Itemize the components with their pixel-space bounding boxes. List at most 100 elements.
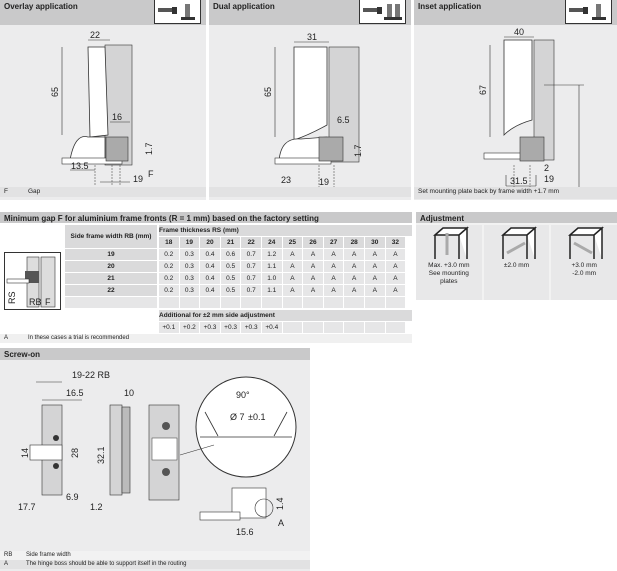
dim-32-1: 32.1: [96, 446, 106, 464]
table-cell: 1.0: [262, 273, 282, 284]
table-cell: 0.3: [179, 249, 200, 260]
overlay-drawing-bottom: 13.5 19: [70, 161, 143, 184]
cabinet-adjustment-icon: [500, 226, 537, 259]
dim-19: 19: [544, 174, 554, 184]
blank-cell: [200, 297, 220, 308]
table-cell: A: [365, 261, 385, 272]
inset-drawing: 40 67 2 19 31.5: [478, 27, 584, 187]
dim-28: 28: [70, 448, 80, 458]
table-cell: A: [344, 261, 364, 272]
table-cell: 0.5: [220, 261, 241, 272]
table-cell: A: [385, 273, 406, 284]
table-cell: A: [385, 249, 406, 260]
table-cell: A: [282, 273, 303, 284]
table-cell: 0.6: [220, 249, 241, 260]
blank-cell: [303, 297, 323, 308]
row-label: 22: [65, 285, 157, 296]
dim-6-5: 6.5: [337, 115, 350, 125]
table-cell: A: [282, 249, 303, 260]
overlay-application-panel: Overlay application 22 65 16 1.7 F 13.5 …: [0, 0, 206, 200]
dim-19-22-rb: 19-22 RB: [72, 370, 110, 380]
table-cell: A: [385, 261, 406, 272]
dim-f: F: [148, 169, 154, 179]
dim-67: 67: [478, 85, 488, 95]
table-cell: A: [303, 285, 323, 296]
table-cell: A: [303, 261, 323, 272]
table-cell: 0.2: [159, 285, 179, 296]
blank-cell: [241, 297, 261, 308]
blank-cell: [344, 297, 364, 308]
row-header: Side frame width RB (mm): [65, 225, 157, 248]
footnote-key: A: [4, 335, 9, 341]
dim-16: 16: [112, 112, 122, 122]
dim-90-deg: 90°: [236, 390, 250, 400]
table-cell: 1.1: [262, 285, 282, 296]
table-cell: A: [282, 261, 303, 272]
table-cell: A: [365, 273, 385, 284]
dim-2: 2: [544, 163, 549, 173]
blank-cell: [220, 297, 241, 308]
blank-cell: [323, 297, 344, 308]
table-cell: 0.4: [200, 285, 220, 296]
cabinet-adjustment-icon: [568, 226, 605, 259]
dim-31-5: 31.5: [510, 176, 528, 186]
dim-15-6: 15.6: [236, 527, 254, 537]
rb-label: RB: [29, 297, 42, 307]
additional-cell: +0.2: [179, 322, 200, 333]
blank-cell: [385, 297, 406, 308]
legend-key: F: [4, 188, 8, 195]
gap-table-title: Minimum gap F for aluminium frame fronts…: [0, 212, 412, 223]
overlay-drawing: 22 65 16 1.7 F: [50, 30, 154, 185]
label-a: A: [278, 518, 284, 528]
col-group-header: Frame thickness RS (mm): [159, 225, 412, 236]
gap-table: Side frame width RB (mm)Frame thickness …: [0, 224, 412, 334]
dim-17-7: 17.7: [18, 502, 36, 512]
inset-note: Set mounting plate back by frame width +…: [414, 187, 617, 199]
adjustment-item: ±2.0 mm: [483, 225, 550, 300]
dim-tolerance: ±0.1: [248, 412, 265, 422]
overlay-legend: F Gap: [0, 187, 206, 197]
additional-cell: +0.3: [200, 322, 220, 333]
adjustment-value: -2.0 mm: [572, 270, 597, 277]
screw-on-section: Screw-on 19-22 RB 16.5 14 28 6.9 17.7 10…: [0, 348, 310, 571]
adjustment-title: Adjustment: [416, 212, 617, 223]
dim-31: 31: [307, 32, 317, 42]
dim-19: 19: [133, 174, 143, 184]
additional-cell: +0.1: [159, 322, 179, 333]
blank-cell: [365, 322, 385, 333]
column-header: 27: [323, 237, 344, 248]
inset-icon: [565, 0, 612, 24]
legend-key: RB: [4, 552, 13, 558]
table-cell: 0.5: [220, 285, 241, 296]
dim-1-2: 1.2: [90, 502, 103, 512]
table-cell: 0.4: [200, 249, 220, 260]
blank-cell: [262, 297, 282, 308]
additional-cell: +0.3: [241, 322, 261, 333]
legend-text: Side frame width: [26, 552, 71, 558]
table-cell: A: [323, 273, 344, 284]
additional-cell: +0.4: [262, 322, 282, 333]
table-cell: A: [365, 285, 385, 296]
screw-on-drawing: 19-22 RB 16.5 14 28 6.9 17.7 10 32.1 1.2…: [18, 370, 297, 537]
blank-cell: [65, 297, 157, 308]
table-cell: A: [385, 285, 406, 296]
column-header: 22: [241, 237, 261, 248]
gap-table-section: Minimum gap F for aluminium frame fronts…: [0, 212, 412, 344]
dim-6-9: 6.9: [66, 492, 79, 502]
f-label: F: [45, 297, 51, 307]
blank-cell: [323, 322, 344, 333]
column-header: 24: [262, 237, 282, 248]
blank-cell: [159, 297, 179, 308]
dim-65: 65: [263, 87, 273, 97]
table-cell: 1.1: [262, 261, 282, 272]
column-header: 32: [385, 237, 406, 248]
rs-label: RS: [7, 291, 17, 304]
additional-cell: +0.3: [220, 322, 241, 333]
legend-key: A: [4, 561, 9, 567]
column-header: 19: [179, 237, 200, 248]
legend-text: Gap: [28, 188, 41, 195]
table-cell: 0.2: [159, 249, 179, 260]
